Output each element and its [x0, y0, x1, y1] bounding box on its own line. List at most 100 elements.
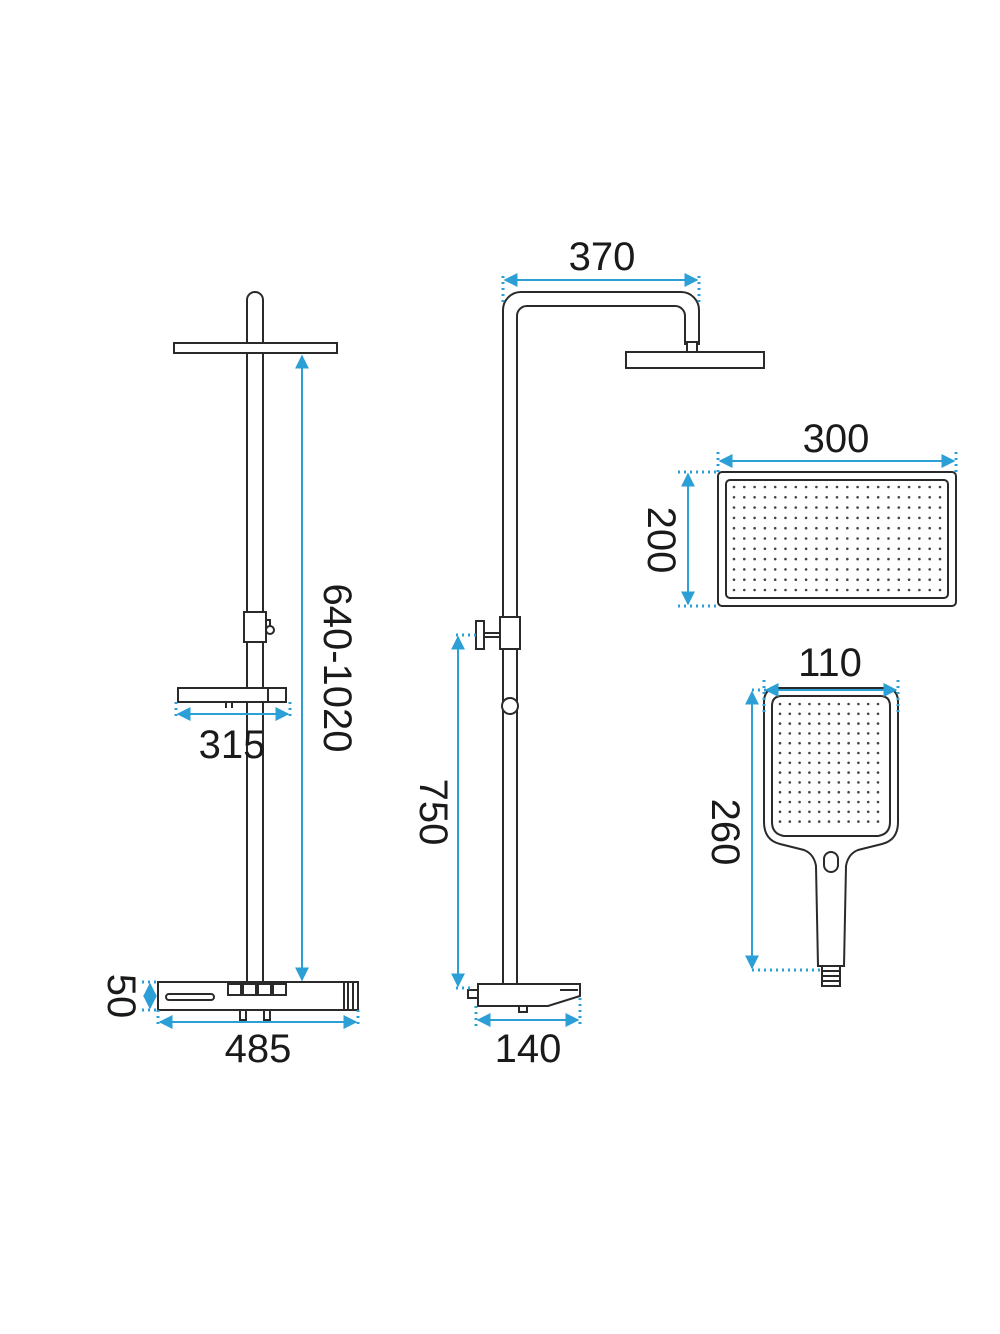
- nozzle-dot: [897, 526, 901, 530]
- nozzle-dot: [897, 537, 901, 540]
- nozzle-dot: [887, 588, 890, 592]
- nozzle-dot: [938, 496, 942, 499]
- overhead-shower-top: [717, 471, 957, 607]
- nozzle-dot: [732, 578, 736, 581]
- nozzle-dot: [907, 547, 911, 551]
- nozzle-dot: [928, 485, 931, 489]
- nozzle-dot: [846, 506, 849, 509]
- nozzle-dot: [887, 557, 890, 561]
- nozzle-dot: [798, 722, 801, 725]
- nozzle-dot: [866, 557, 870, 561]
- nozzle-dot: [732, 526, 736, 530]
- nozzle-dot: [866, 790, 870, 794]
- nozzle-dot: [784, 526, 787, 530]
- nozzle-dot: [938, 578, 942, 581]
- label-front-mixer-width: 485: [225, 1027, 292, 1071]
- nozzle-dot: [788, 702, 792, 706]
- nozzle-dot: [876, 496, 880, 499]
- nozzle-dot: [847, 781, 850, 784]
- nozzle-dot: [857, 790, 860, 794]
- nozzle-dot: [798, 712, 801, 716]
- nozzle-dot: [847, 820, 850, 823]
- nozzle-dot: [897, 506, 901, 509]
- nozzle-dot: [798, 800, 801, 804]
- nozzle-dot: [773, 547, 777, 551]
- nozzle-dot: [815, 568, 818, 571]
- nozzle-dot: [856, 578, 859, 581]
- nozzle-dot: [876, 732, 880, 735]
- nozzle-dot: [753, 506, 756, 509]
- front-view: [157, 291, 359, 1021]
- nozzle-dot: [918, 526, 921, 530]
- nozzle-dot: [794, 547, 798, 551]
- nozzle-dot: [808, 751, 811, 755]
- nozzle-dot: [938, 485, 942, 489]
- nozzle-dot: [827, 781, 831, 784]
- nozzle-dot: [798, 761, 801, 765]
- nozzle-dot: [784, 537, 787, 540]
- nozzle-dot: [808, 732, 811, 735]
- nozzle-dot: [928, 516, 931, 520]
- nozzle-dot: [763, 557, 767, 561]
- nozzle-dot: [897, 557, 901, 561]
- nozzle-dot: [846, 496, 849, 499]
- nozzle-dot: [815, 547, 818, 551]
- nozzle-dot: [876, 800, 880, 804]
- nozzle-dot: [907, 496, 911, 499]
- front-overhead-plate: [173, 342, 338, 354]
- nozzle-dot: [856, 516, 859, 520]
- nozzle-dot: [857, 751, 860, 755]
- nozzle-dot: [866, 537, 870, 540]
- nozzle-dot: [876, 588, 880, 592]
- nozzle-dot: [784, 516, 787, 520]
- nozzle-dot: [887, 537, 890, 540]
- nozzle-dot: [866, 732, 870, 735]
- nozzle-dot: [857, 741, 860, 745]
- nozzle-dot: [918, 506, 921, 509]
- label-overhead-width: 300: [803, 417, 870, 461]
- nozzle-dot: [763, 578, 767, 581]
- nozzle-dot: [866, 526, 870, 530]
- nozzle-dot: [866, 588, 870, 592]
- nozzle-dot: [866, 702, 870, 706]
- nozzle-dot: [876, 526, 880, 530]
- nozzle-dot: [866, 751, 870, 755]
- nozzle-dot: [798, 790, 801, 794]
- nozzle-dot: [732, 568, 736, 571]
- nozzle-dot: [847, 741, 850, 745]
- nozzle-dot: [773, 588, 777, 592]
- nozzle-dot: [817, 810, 821, 814]
- label-front-shelf-width: 315: [199, 723, 266, 767]
- nozzle-dot: [928, 568, 931, 571]
- nozzle-dot: [794, 526, 798, 530]
- nozzle-dot: [897, 496, 901, 499]
- label-handshower-length: 260: [703, 799, 747, 866]
- nozzle-dot: [778, 702, 782, 706]
- nozzle-dot: [825, 557, 828, 561]
- nozzle-dot: [835, 537, 839, 540]
- nozzle-dot: [743, 588, 746, 592]
- nozzle-dot: [784, 485, 787, 489]
- nozzle-dot: [897, 547, 901, 551]
- nozzle-dot: [827, 790, 831, 794]
- nozzle-dot: [773, 506, 777, 509]
- nozzle-dot: [856, 557, 859, 561]
- nozzle-dot: [866, 578, 870, 581]
- nozzle-dot: [743, 568, 746, 571]
- nozzle-dot: [876, 722, 880, 725]
- nozzle-dot: [938, 557, 942, 561]
- nozzle-dot: [938, 506, 942, 509]
- nozzle-dot: [876, 568, 880, 571]
- nozzle-dot: [794, 568, 798, 571]
- nozzle-dot: [784, 496, 787, 499]
- nozzle-dot: [835, 568, 839, 571]
- nozzle-dot: [808, 741, 811, 745]
- nozzle-dot: [907, 568, 911, 571]
- nozzle-dot: [866, 781, 870, 784]
- nozzle-dot: [804, 557, 808, 561]
- nozzle-dot: [866, 722, 870, 725]
- nozzle-dot: [753, 578, 756, 581]
- nozzle-dot: [817, 800, 821, 804]
- nozzle-dot: [887, 578, 890, 581]
- nozzle-dot: [847, 800, 850, 804]
